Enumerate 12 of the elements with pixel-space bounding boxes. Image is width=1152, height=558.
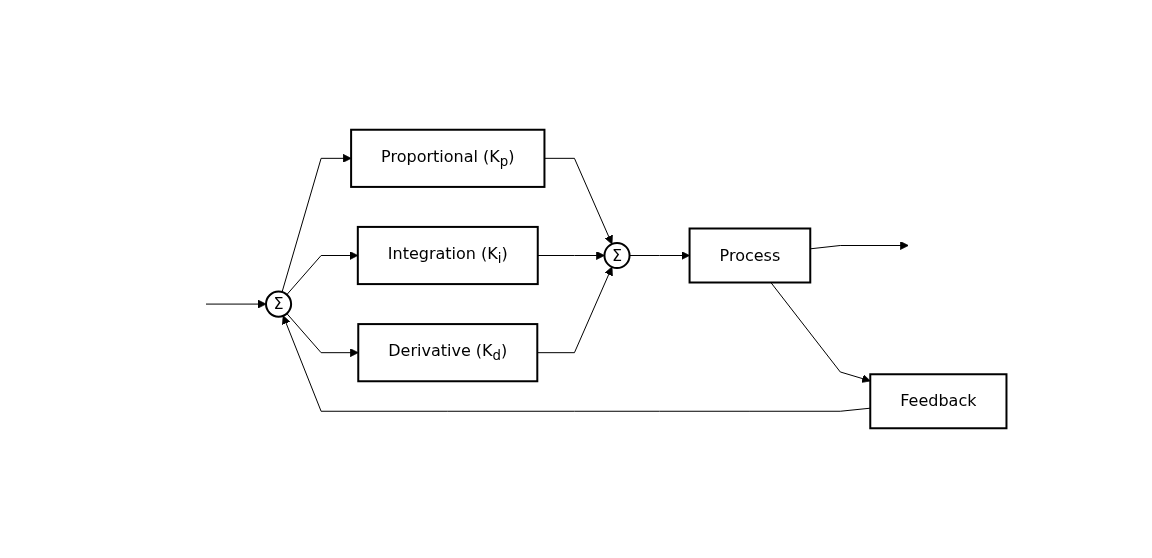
node-box: Integration (K$_{i}$) — [356, 225, 539, 286]
node-circle: Σ — [264, 290, 292, 318]
node-box: Process — [688, 227, 812, 284]
node-box: Derivative (K$_{d}$) — [357, 323, 539, 383]
arrow — [537, 251, 605, 260]
node-box: Feedback — [869, 373, 1008, 430]
node-circle: Σ — [603, 241, 631, 270]
arrow — [281, 315, 871, 412]
node-box: Proportional (K$_{p}$) — [349, 128, 546, 188]
arrow — [770, 282, 871, 383]
arrow — [286, 313, 359, 358]
arrow — [286, 251, 358, 296]
